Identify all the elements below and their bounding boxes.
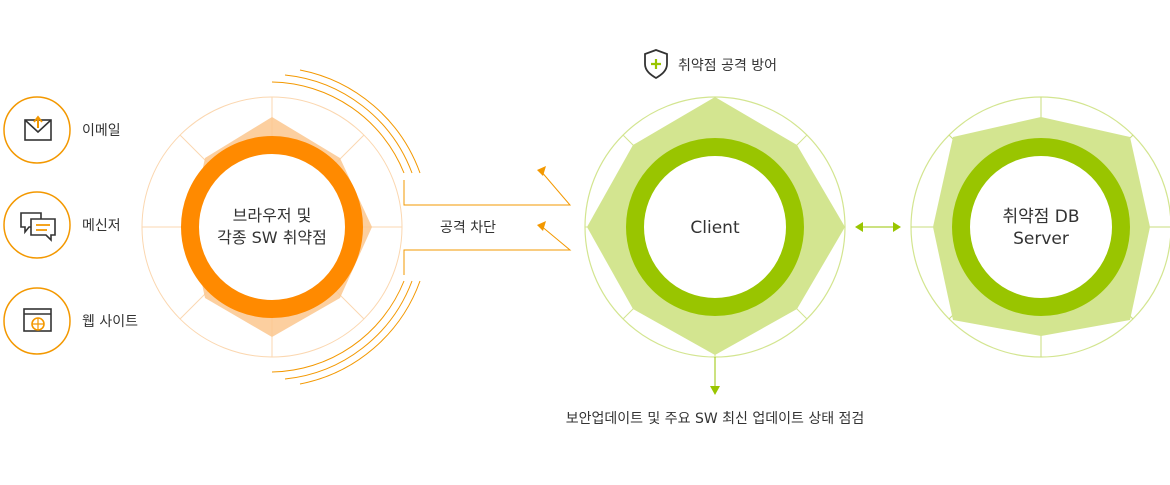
server-label-line2: Server <box>1013 229 1069 249</box>
defense-text: 취약점 공격 방어 <box>678 58 777 74</box>
source-label-email: 이메일 <box>82 123 121 139</box>
envelope-icon <box>24 115 52 141</box>
source-messenger: 메신저 <box>3 191 121 259</box>
server-core-ring <box>952 138 1130 316</box>
source-label-website: 웹 사이트 <box>82 314 138 330</box>
attack-block-arrow: 공격 차단 <box>403 166 572 275</box>
block-arrowhead-top <box>537 166 546 176</box>
client-node: Client <box>584 96 846 358</box>
source-label-messenger: 메신저 <box>82 218 121 234</box>
browser-globe-icon <box>23 308 52 332</box>
source-email: 이메일 <box>3 96 121 164</box>
link-arrowhead-right <box>893 222 901 232</box>
chat-bubbles-icon <box>20 212 56 242</box>
update-check: 보안업데이트 및 주요 SW 최신 업데이트 상태 점검 <box>566 357 865 427</box>
block-arrowhead-bottom <box>537 221 546 231</box>
client-server-link <box>855 222 901 232</box>
website-icon-circle <box>3 287 71 355</box>
link-arrowhead-left <box>855 222 863 232</box>
block-arrow-bottom <box>403 224 572 275</box>
block-arrow-top <box>403 169 572 206</box>
client-label: Client <box>690 218 740 238</box>
vuln-signal-arcs <box>271 69 421 385</box>
vulnerability-node: 브라우저 및 각종 SW 취약점 <box>141 69 421 385</box>
update-label: 보안업데이트 및 주요 SW 최신 업데이트 상태 점검 <box>566 411 865 427</box>
vuln-core-ring <box>181 136 363 318</box>
server-node: 취약점 DB Server <box>910 96 1170 358</box>
vuln-label-line1: 브라우저 및 <box>233 206 312 225</box>
block-label: 공격 차단 <box>440 220 496 236</box>
client-core-ring <box>626 138 804 316</box>
source-website: 웹 사이트 <box>3 287 138 355</box>
defense-label: 취약점 공격 방어 <box>644 49 777 80</box>
vuln-label-line2: 각종 SW 취약점 <box>217 228 327 247</box>
shield-plus-icon <box>644 49 668 80</box>
server-label-line1: 취약점 DB <box>1002 207 1079 227</box>
update-arrowhead <box>710 386 720 395</box>
